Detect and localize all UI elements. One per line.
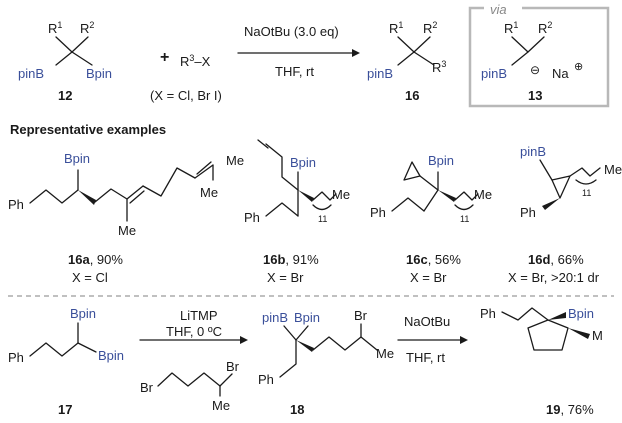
chain-length: 11 bbox=[318, 214, 327, 224]
methyl-label: Me bbox=[332, 187, 350, 202]
phenyl-label: Ph bbox=[8, 350, 24, 365]
compound-number-17: 17 bbox=[58, 402, 72, 417]
pinb-label: pinB bbox=[520, 144, 546, 159]
reaction-arrow-3: NaOtBu THF, rt bbox=[397, 314, 468, 365]
methyl-label: Me bbox=[474, 187, 492, 202]
bpin-label: Bpin bbox=[86, 66, 112, 81]
methyl-label: Me bbox=[212, 398, 230, 413]
halide-caption: X = Br, >20:1 dr bbox=[508, 270, 600, 285]
bromo-label: Br bbox=[140, 380, 154, 395]
reaction-arrow-1: NaOtBu (3.0 eq) THF, rt bbox=[237, 24, 360, 79]
compound-17: Ph Bpin Bpin 17 bbox=[8, 306, 124, 417]
compound-19: Ph Bpin M 19, 76% bbox=[480, 306, 603, 417]
pinb-label-13: pinB bbox=[481, 66, 507, 81]
sodium-charge: ⊕ bbox=[574, 61, 583, 73]
compound-number-12: 12 bbox=[58, 88, 72, 103]
methyl-label: Me bbox=[226, 153, 244, 168]
step1-reagent: LiTMP bbox=[180, 308, 218, 323]
halide-caption: X = Br bbox=[267, 270, 304, 285]
step1-conditions: THF, 0 ºC bbox=[166, 324, 222, 339]
sodium-label: Na bbox=[552, 66, 569, 81]
bromo-label: Br bbox=[226, 359, 240, 374]
halide-caption: X = Br bbox=[410, 270, 447, 285]
r3-label-16: R3 bbox=[432, 59, 446, 75]
pinb-label: pinB bbox=[262, 310, 288, 325]
methyl-label: Me bbox=[376, 346, 394, 361]
methyl-label: Me bbox=[200, 185, 218, 200]
reaction-arrow-2: LiTMP THF, 0 ºC bbox=[139, 308, 248, 344]
halide-note: (X = Cl, Br I) bbox=[150, 88, 222, 103]
methyl-label: M bbox=[592, 328, 603, 343]
bpin-label: Bpin bbox=[64, 151, 90, 166]
bpin-label: Bpin bbox=[294, 310, 320, 325]
r2-label-13: R2 bbox=[538, 20, 552, 36]
r2-label: R2 bbox=[80, 20, 94, 36]
phenyl-label: Ph bbox=[480, 306, 496, 321]
compound-caption: 16c, 56% bbox=[406, 252, 461, 267]
halide-caption: X = Cl bbox=[72, 270, 108, 285]
conditions-line-1: NaOtBu (3.0 eq) bbox=[244, 24, 339, 39]
bpin-label: Bpin bbox=[290, 155, 316, 170]
compound-caption: 16d, 66% bbox=[528, 252, 584, 267]
plus-sign: + bbox=[160, 49, 169, 66]
dibromide-reagent: Br Br Me bbox=[140, 359, 240, 413]
methyl-label: Me bbox=[604, 162, 622, 177]
r1-label-16: R1 bbox=[389, 20, 403, 36]
chain-length: 11 bbox=[582, 188, 591, 198]
carbanion-charge: ⊖ bbox=[530, 63, 540, 77]
compound-number-16: 16 bbox=[405, 88, 419, 103]
alkyl-halide: R3–X (X = Cl, Br I) bbox=[150, 53, 222, 103]
compound-caption: 16a, 90% bbox=[68, 252, 123, 267]
r2-label-16: R2 bbox=[423, 20, 437, 36]
compound-caption: 19, 76% bbox=[546, 402, 594, 417]
r1-label-13: R1 bbox=[504, 20, 518, 36]
bpin-label: Bpin bbox=[70, 306, 96, 321]
step2-reagent: NaOtBu bbox=[404, 314, 450, 329]
r3x-label: R3–X bbox=[180, 53, 211, 69]
compound-16: R1 R2 pinB R3 16 bbox=[367, 20, 446, 103]
pinb-label: pinB bbox=[18, 66, 44, 81]
bpin-label: Bpin bbox=[428, 153, 454, 168]
phenyl-label: Ph bbox=[520, 205, 536, 220]
pinb-label-16: pinB bbox=[367, 66, 393, 81]
section-title: Representative examples bbox=[10, 122, 166, 137]
example-16c: Ph Bpin 11 Me 16c, 56% X = Br bbox=[370, 153, 492, 285]
phenyl-label: Ph bbox=[370, 205, 386, 220]
example-16b: Ph Bpin 11 Me 16b, 91% X = Br bbox=[244, 139, 350, 285]
bromo-label: Br bbox=[354, 308, 368, 323]
bpin-label: Bpin bbox=[568, 306, 594, 321]
chain-length: 11 bbox=[460, 214, 469, 224]
phenyl-label: Ph bbox=[258, 372, 274, 387]
via-box: via R1 R2 pinB ⊖ Na ⊕ 13 bbox=[468, 2, 610, 108]
compound-12: R1 R2 pinB Bpin 12 bbox=[18, 20, 112, 103]
compound-number-18: 18 bbox=[290, 402, 304, 417]
conditions-line-2: THF, rt bbox=[275, 64, 314, 79]
via-label: via bbox=[490, 2, 507, 17]
compound-number-13: 13 bbox=[528, 88, 542, 103]
step2-conditions: THF, rt bbox=[406, 350, 445, 365]
bpin-label: Bpin bbox=[98, 348, 124, 363]
compound-caption: 16b, 91% bbox=[263, 252, 319, 267]
r1-label: R1 bbox=[48, 20, 62, 36]
phenyl-label: Ph bbox=[244, 210, 260, 225]
compound-18: pinB Bpin Ph Br Me 18 bbox=[258, 308, 394, 417]
example-16a: Ph Bpin Me Me Me 16a, 90% X = Cl bbox=[8, 151, 244, 285]
methyl-label: Me bbox=[118, 223, 136, 238]
example-16d: pinB Ph 11 Me 16d, 66% X = Br, >20:1 dr bbox=[508, 144, 622, 285]
phenyl-label: Ph bbox=[8, 197, 24, 212]
